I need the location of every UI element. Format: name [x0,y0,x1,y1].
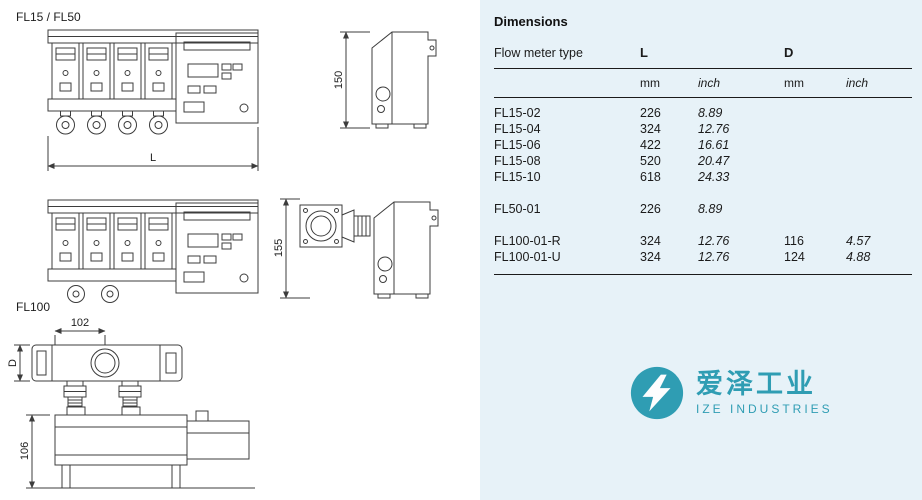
cell-l-inch: 12.76 [698,234,730,248]
watermark-english: IZE INDUSTRIES [696,402,833,417]
cell-l-mm: 422 [640,138,661,152]
watermark-chinese: 爱泽工业 [696,368,816,399]
fl50-side-view-drawing [280,198,439,299]
dimensions-panel: Dimensions Flow meter type L D mm inch m… [480,0,922,500]
cell-l-mm: 520 [640,154,661,168]
length-dimension-lines [47,127,259,171]
table-header-row: Flow meter type L D [494,45,912,69]
fl50-front-view-drawing [48,200,258,303]
unit-L-mm: mm [640,76,660,90]
cell-l-inch: 12.76 [698,250,730,264]
fl15-front-view-drawing [47,30,259,171]
fl15-fl50-label: FL15 / FL50 [16,10,81,24]
table-row: FL15-04 324 12.76 [494,121,912,137]
height-150-dimension-lines [340,31,370,129]
cell-d-mm: 124 [784,250,805,264]
fl100-drawing [14,328,255,489]
cell-type: FL50-01 [494,202,541,216]
table-row: FL100-01-U 324 12.76 124 4.88 [494,249,912,265]
cell-l-mm: 324 [640,122,661,136]
col-header-type: Flow meter type [494,46,583,60]
dim-label-150: 150 [333,71,345,89]
col-header-L: L [640,45,648,60]
cell-l-mm: 226 [640,202,661,216]
cell-d-inch: 4.88 [846,250,871,264]
cell-type: FL100-01-U [494,250,561,264]
width-102-dimension-lines [54,328,106,345]
cell-l-inch: 8.89 [698,106,723,120]
cell-type: FL15-04 [494,122,541,136]
cell-type: FL15-10 [494,170,541,184]
fl100-top-view [31,344,183,382]
cell-l-mm: 618 [640,170,661,184]
fl100-label: FL100 [16,300,50,314]
dim-label-106: 106 [19,442,31,460]
dim-label-102: 102 [71,317,89,329]
cell-l-mm: 324 [640,234,661,248]
table-row: FL100-01-R 324 12.76 116 4.57 [494,233,912,249]
table-body: FL15-02 226 8.89 FL15-04 324 12.76 FL15-… [494,98,912,265]
flange-port [299,204,371,248]
dim-label-L: L [150,152,156,164]
unit-D-inch: inch [846,76,869,90]
fl15-side-view-drawing [340,31,437,129]
depth-dimension-lines [14,344,30,382]
panel-title: Dimensions [494,14,568,29]
dim-label-155: 155 [273,239,285,257]
cell-d-inch: 4.57 [846,234,871,248]
cell-l-mm: 226 [640,106,661,120]
cell-l-inch: 8.89 [698,202,723,216]
fl100-side-view [26,406,255,489]
cell-type: FL15-02 [494,106,541,120]
table-row: FL15-10 618 24.33 [494,169,912,185]
table-row: FL15-08 520 20.47 [494,153,912,169]
fl15-knobs [56,110,168,135]
watermark-text: 爱泽工业 IZE INDUSTRIES [696,368,833,417]
cell-type: FL100-01-R [494,234,561,248]
cell-type: FL15-06 [494,138,541,152]
cell-l-inch: 24.33 [698,170,730,184]
unit-L-inch: inch [698,76,721,90]
cell-l-mm: 324 [640,250,661,264]
technical-drawings: FL15 / FL50 FL100 L 150 155 102 D 106 [7,10,439,489]
ize-logo-icon [630,366,684,420]
dim-label-D: D [7,359,19,367]
height-155-dimension-lines [280,198,310,299]
cell-type: FL15-08 [494,154,541,168]
cell-l-inch: 20.47 [698,154,730,168]
dimensions-table: Flow meter type L D mm inch mm inch FL15… [494,45,912,275]
table-row: FL15-02 226 8.89 [494,105,912,121]
unit-D-mm: mm [784,76,804,90]
height-106-dimension-lines [26,414,50,489]
table-row: FL50-01 226 8.89 [494,201,912,217]
cell-d-mm: 116 [784,234,804,248]
cell-l-inch: 16.61 [698,138,730,152]
hose-fittings [63,380,142,407]
col-header-D: D [784,45,794,60]
table-row: FL15-06 422 16.61 [494,137,912,153]
fl50-ports [67,285,119,303]
table-unit-row: mm inch mm inch [494,69,912,98]
cell-l-inch: 12.76 [698,122,730,136]
watermark: 爱泽工业 IZE INDUSTRIES [628,364,833,422]
